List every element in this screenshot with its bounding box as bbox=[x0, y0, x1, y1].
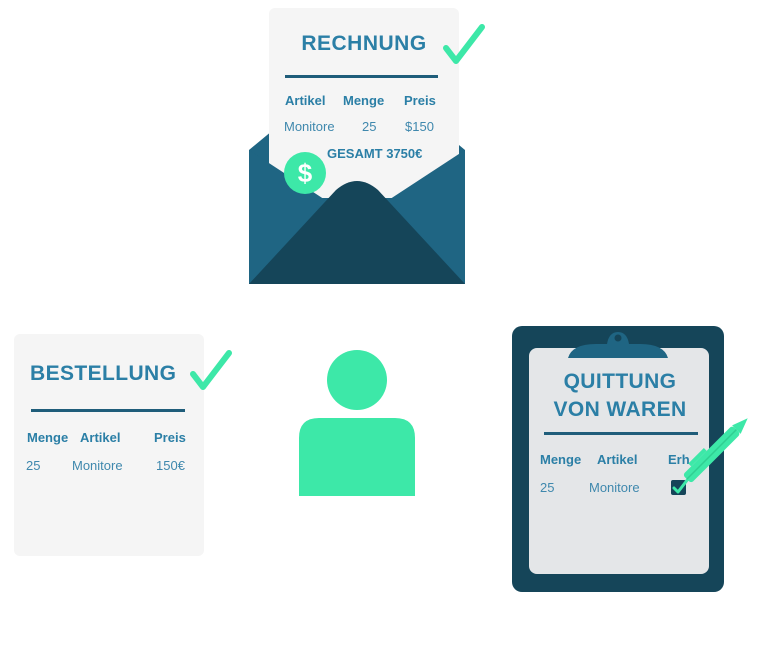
receipt-divider bbox=[544, 432, 698, 435]
envelope-right-flap bbox=[346, 150, 465, 284]
pen-icon bbox=[683, 418, 748, 483]
invoice-cell-menge: 25 bbox=[362, 119, 377, 134]
order-checkmark-icon bbox=[190, 350, 232, 390]
order-cell-menge: 25 bbox=[26, 458, 41, 473]
order-header-artikel: Artikel bbox=[80, 430, 121, 445]
order-cell-preis: 150€ bbox=[156, 458, 185, 473]
invoice-title: RECHNUNG bbox=[301, 32, 427, 55]
order-header-preis: Preis bbox=[154, 430, 186, 445]
received-checkbox-icon bbox=[671, 477, 690, 495]
receipt-cell-artikel: Monitore bbox=[589, 480, 640, 495]
invoice-header-artikel: Artikel bbox=[285, 93, 326, 108]
invoice-paper bbox=[269, 8, 459, 198]
receipt-title-line2: VON WAREN bbox=[553, 398, 687, 421]
invoice-checkmark-icon bbox=[443, 24, 485, 64]
person-icon bbox=[299, 350, 415, 496]
receipt-title-line1: QUITTUNG bbox=[563, 370, 677, 393]
invoice-envelope bbox=[248, 8, 466, 286]
order-paper bbox=[14, 334, 204, 556]
order-divider bbox=[31, 409, 185, 412]
order-header-menge: Menge bbox=[27, 430, 69, 445]
invoice-header-preis: Preis bbox=[404, 93, 436, 108]
invoice-header-menge: Menge bbox=[343, 93, 385, 108]
dollar-coin-icon: $ bbox=[284, 152, 326, 194]
receipt-clipboard bbox=[512, 326, 724, 592]
receipt-header-artikel: Artikel bbox=[597, 452, 638, 467]
invoice-cell-preis: $150 bbox=[405, 119, 434, 134]
receipt-header-erh: Erh bbox=[668, 452, 690, 467]
order-title: BESTELLUNG bbox=[30, 362, 177, 385]
envelope-left-flap bbox=[249, 150, 368, 284]
receipt-header-menge: Menge bbox=[540, 452, 582, 467]
invoice-total: GESAMT 3750€ bbox=[327, 146, 423, 161]
invoice-cell-artikel: Monitore bbox=[284, 119, 335, 134]
dollar-glyph: $ bbox=[298, 158, 313, 188]
order-cell-artikel: Monitore bbox=[72, 458, 123, 473]
receipt-cell-menge: 25 bbox=[540, 480, 555, 495]
envelope-front-flap bbox=[249, 181, 465, 284]
invoice-divider bbox=[285, 75, 438, 78]
